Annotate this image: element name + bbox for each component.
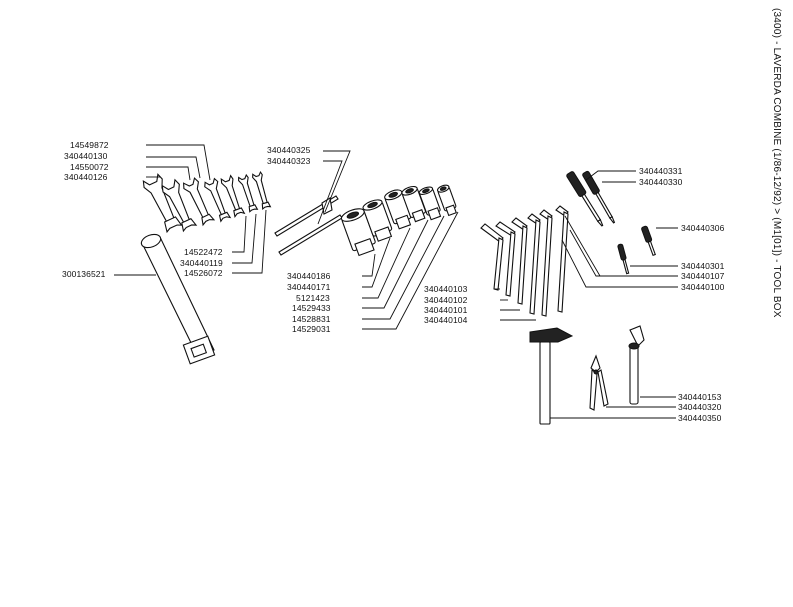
part-number-label: 340440186 bbox=[287, 271, 331, 281]
part-number-label: 14529031 bbox=[292, 324, 331, 334]
part-number-label: 340440100 bbox=[681, 282, 725, 292]
part-number-label: 14549872 bbox=[70, 140, 109, 150]
part-number-label: 340440171 bbox=[287, 282, 331, 292]
part-number-label: 340440323 bbox=[267, 156, 311, 166]
part-number-label: 340440103 bbox=[424, 284, 468, 294]
socket-leaders bbox=[362, 211, 459, 330]
part-number-label: 340440153 bbox=[678, 392, 722, 402]
part-number-label: 340440330 bbox=[639, 177, 683, 187]
page-title: (3400) - LAVERDA COMBINE (1/86-12/92) > … bbox=[771, 8, 782, 318]
part-number-label: 14529433 bbox=[292, 303, 331, 313]
part-number-label: 300136521 bbox=[62, 269, 106, 279]
part-number-label: 340440301 bbox=[681, 261, 725, 271]
part-number-label: 340440130 bbox=[64, 151, 108, 161]
part-number-label: 340440320 bbox=[678, 402, 722, 412]
part-number-label: 340440126 bbox=[64, 172, 108, 182]
part-number-label: 340440104 bbox=[424, 315, 468, 325]
part-number-label: 14550072 bbox=[70, 162, 109, 172]
tommy-bars-illustration bbox=[274, 150, 351, 256]
wrench-leaders bbox=[146, 144, 267, 274]
open-end-wrenches-illustration bbox=[142, 170, 272, 234]
hex-key-leaders bbox=[494, 288, 536, 321]
part-number-label: 340440107 bbox=[681, 271, 725, 281]
part-number-label: 14526072 bbox=[184, 268, 223, 278]
part-number-label: 340440325 bbox=[267, 145, 311, 155]
screwdriver-leaders bbox=[561, 170, 678, 288]
hex-keys-illustration bbox=[480, 205, 569, 317]
socket-wrench-illustration bbox=[114, 233, 216, 365]
sockets-illustration bbox=[340, 184, 457, 257]
part-number-label: 340440306 bbox=[681, 223, 725, 233]
hand-tools-illustration bbox=[529, 325, 645, 425]
part-number-label: 14528831 bbox=[292, 314, 331, 324]
part-number-label: 340440101 bbox=[424, 305, 468, 315]
part-number-label: 14522472 bbox=[184, 247, 223, 257]
part-number-label: 340440350 bbox=[678, 413, 722, 423]
part-number-label: 340440331 bbox=[639, 166, 683, 176]
part-number-label: 5121423 bbox=[296, 293, 330, 303]
part-number-label: 340440102 bbox=[424, 295, 468, 305]
screwdrivers-illustration bbox=[564, 170, 656, 277]
hand-tool-leaders bbox=[550, 396, 676, 419]
part-number-label: 340440119 bbox=[180, 258, 223, 268]
